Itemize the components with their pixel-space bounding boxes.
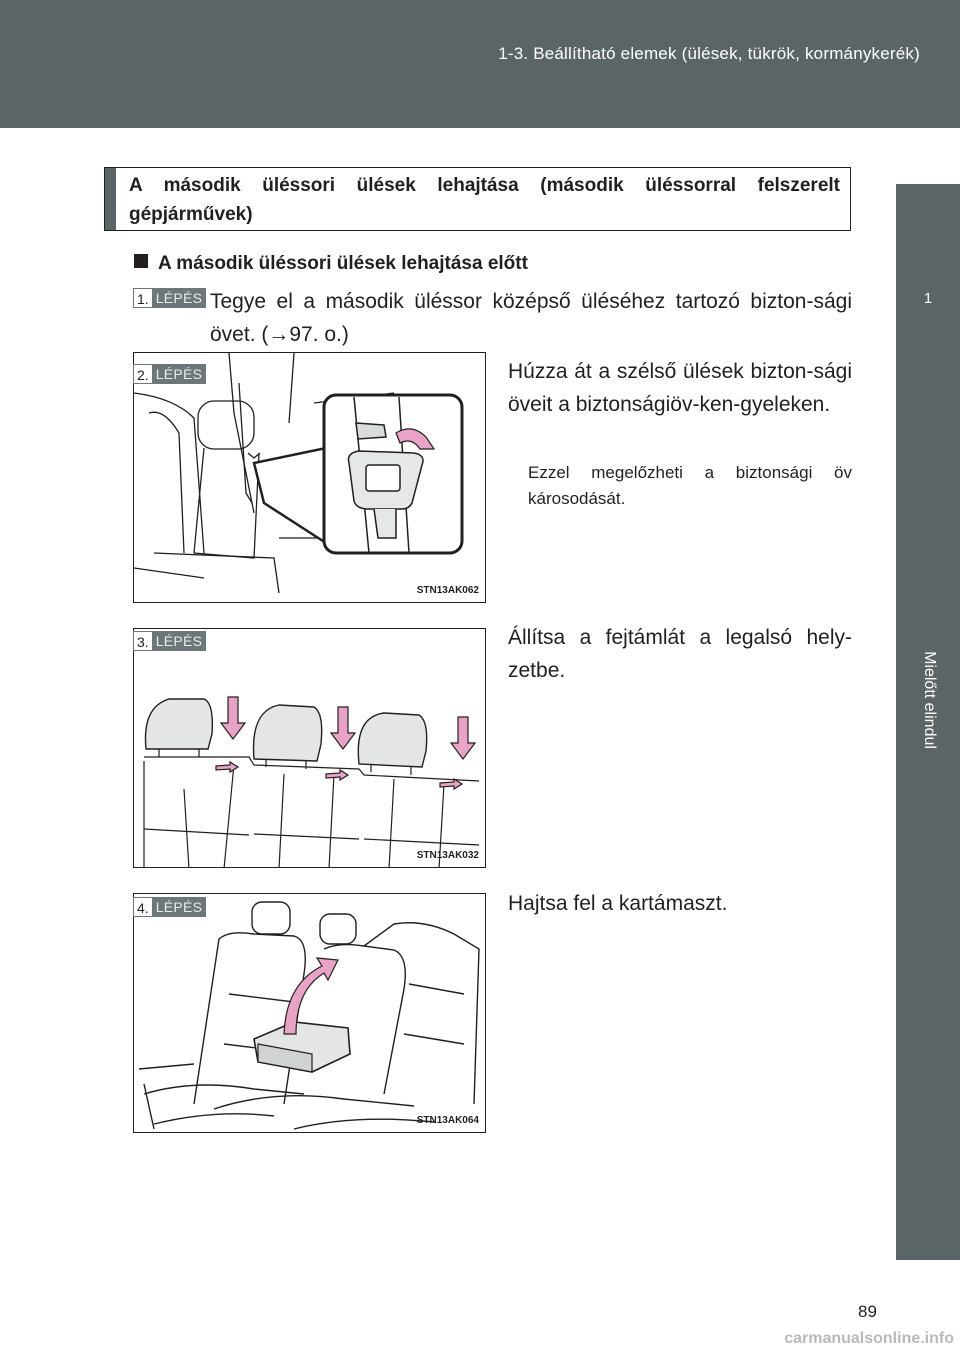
seatbelt-illustration xyxy=(134,353,464,594)
chapter-label: Mielőtt elindul xyxy=(921,651,938,749)
step-4-figure: STN13AK064 xyxy=(133,893,486,1133)
step-2-note: Ezzel megelőzheti a biztonsági öv károso… xyxy=(528,463,852,508)
watermark: carmanualsonline.info xyxy=(784,1330,954,1347)
armrest-illustration xyxy=(138,901,480,1130)
figure-code: STN13AK062 xyxy=(416,585,479,596)
square-bullet-icon xyxy=(134,254,148,268)
section-title-box: A második üléssori ülések lehajtása (más… xyxy=(104,167,851,231)
page-number: 89 xyxy=(858,1302,877,1321)
step-4-badge: 4.LÉPÉS xyxy=(133,897,207,917)
step-2-figure: STN13AK062 xyxy=(133,352,486,603)
headrest-illustration xyxy=(143,696,480,867)
section-title-bar xyxy=(105,168,116,230)
step-3-figure: STN13AK032 xyxy=(133,628,486,868)
step-1-text: Tegye el a második üléssor középső ülésé… xyxy=(210,290,852,346)
step-1-badge: 1.LÉPÉS xyxy=(133,288,207,308)
subheading-text: A második üléssori ülések lehajtása előt… xyxy=(158,253,528,274)
section-title: A második üléssori ülések lehajtása (más… xyxy=(129,175,840,225)
chapter-rail xyxy=(896,360,960,1260)
chapter-tab xyxy=(896,184,960,360)
step-3-text: Állítsa a fejtámlát a legalsó hely-zetbe… xyxy=(508,626,852,682)
subheading: A második üléssori ülések lehajtása előt… xyxy=(134,253,528,275)
figure-code: STN13AK064 xyxy=(416,1115,479,1126)
header-title: 1-3. Beállítható elemek (ülések, tükrök,… xyxy=(498,44,920,63)
step-4-text: Hajtsa fel a kartámaszt. xyxy=(508,892,728,915)
figure-code: STN13AK032 xyxy=(416,850,479,861)
chapter-number: 1 xyxy=(923,290,933,307)
step-2-text: Húzza át a szélső ülések bizton-sági öve… xyxy=(508,360,852,416)
step-3-badge: 3.LÉPÉS xyxy=(133,631,207,651)
step-2-badge: 2.LÉPÉS xyxy=(133,364,207,384)
page-header: 1-3. Beállítható elemek (ülések, tükrök,… xyxy=(0,0,960,128)
